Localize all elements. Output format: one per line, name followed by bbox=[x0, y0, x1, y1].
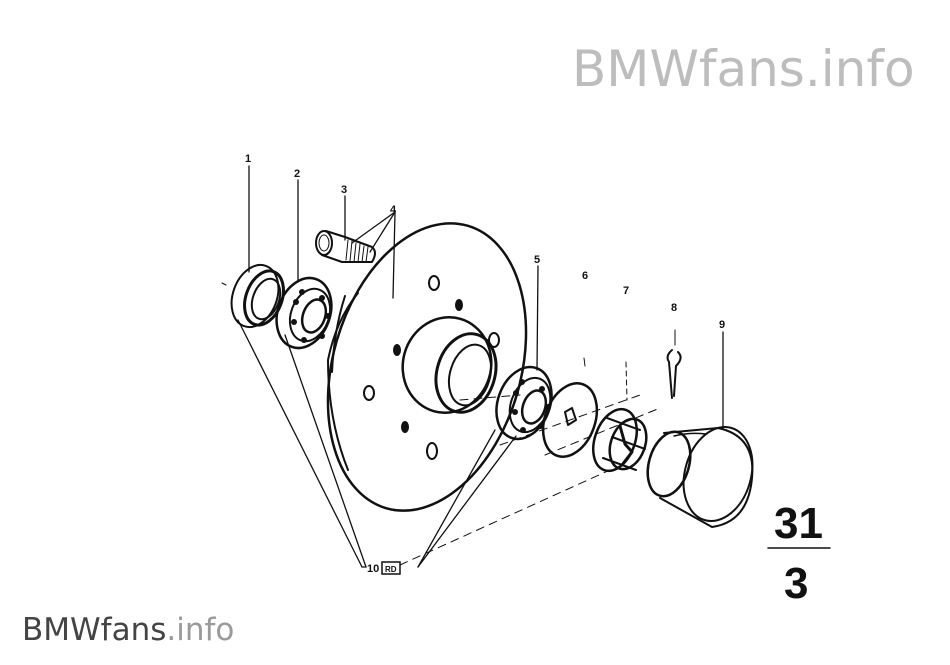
cotter-pin bbox=[666, 329, 682, 399]
watermark-bottom-main: BMWfans bbox=[22, 612, 167, 648]
seal-ring bbox=[221, 264, 285, 328]
page-ref-top: 31 bbox=[774, 499, 823, 548]
watermark-top-main: BMWfans bbox=[572, 40, 805, 98]
grease-cap bbox=[646, 425, 754, 528]
callout-4: 4 bbox=[390, 204, 397, 216]
brake-disc-hub bbox=[326, 222, 528, 512]
callout-1: 1 bbox=[245, 153, 251, 165]
watermark-top-suffix: .info bbox=[804, 40, 915, 98]
callout-3: 3 bbox=[341, 184, 347, 196]
watermark-top: BMWfans.info bbox=[572, 40, 915, 98]
callout-6: 6 bbox=[582, 270, 588, 282]
rd-badge: RD bbox=[381, 561, 401, 575]
callout-9: 9 bbox=[719, 319, 725, 331]
rd-badge-label: RD bbox=[385, 565, 397, 574]
watermark-bottom-suffix: .info bbox=[166, 612, 235, 648]
callout-5: 5 bbox=[534, 254, 540, 266]
watermark-bottom: BMWfans.info bbox=[22, 612, 234, 648]
wheel-stud bbox=[315, 230, 376, 263]
callout-2: 2 bbox=[294, 168, 300, 180]
callout-10: 10 bbox=[367, 563, 379, 575]
callout-8: 8 bbox=[671, 302, 677, 314]
inner-ball-bearing bbox=[275, 276, 333, 350]
page-ref-bottom: 3 bbox=[784, 559, 808, 608]
castle-nut bbox=[592, 361, 648, 473]
callout-7: 7 bbox=[623, 285, 629, 297]
